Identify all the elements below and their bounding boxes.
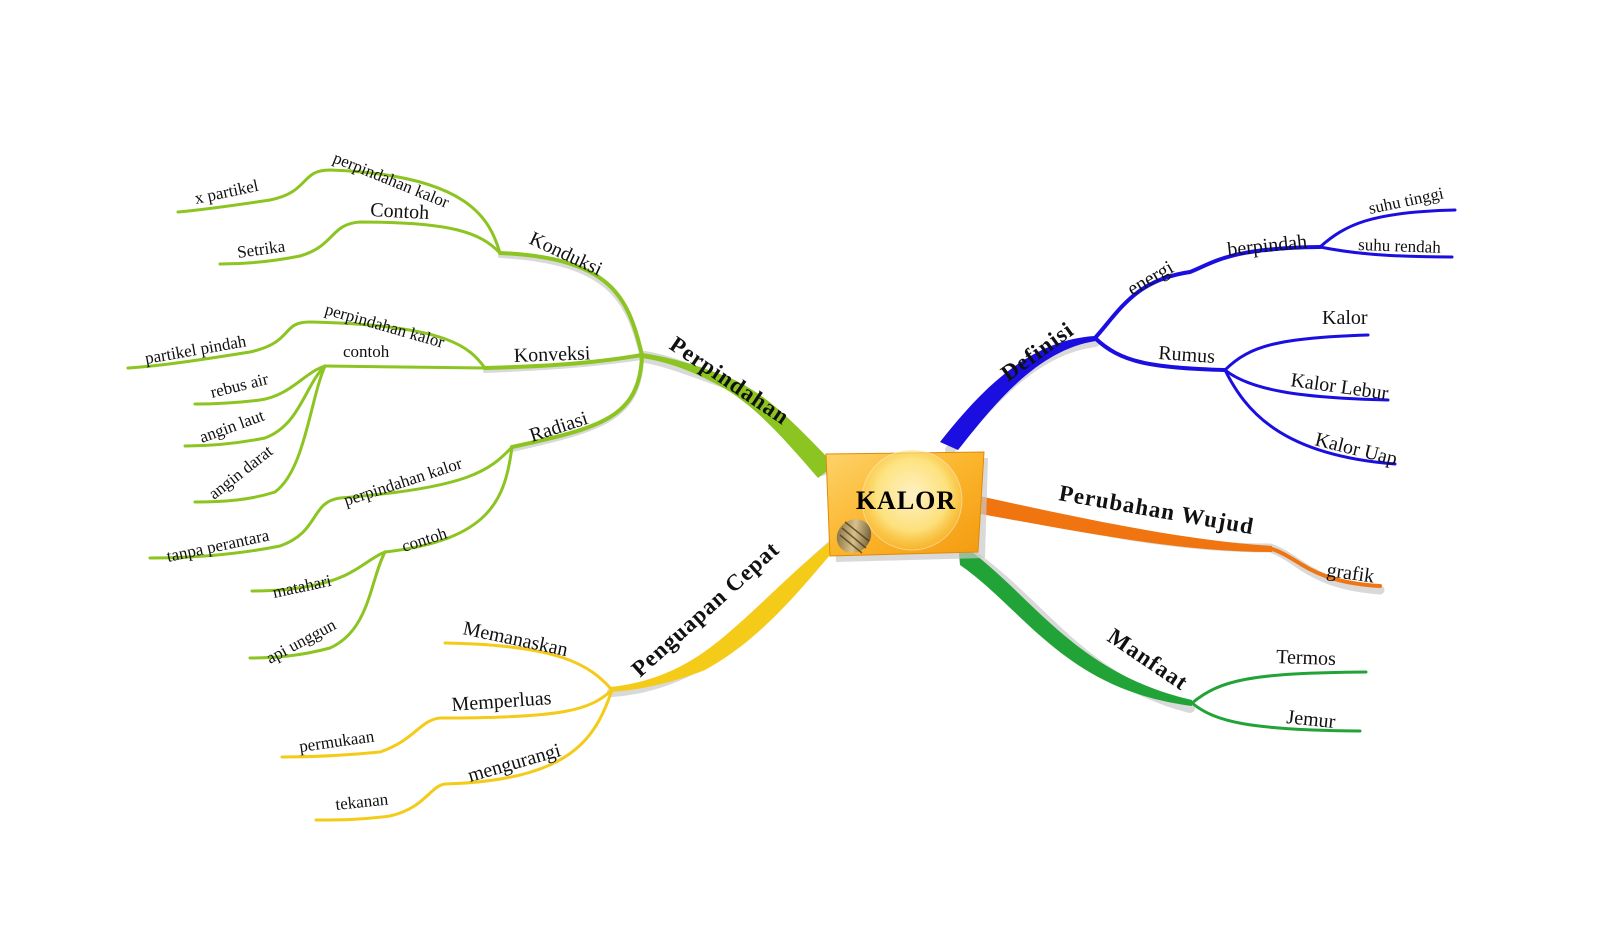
konveksi-connector [483,353,644,370]
definisi-kalor-uap-label: Kalor Uap [1313,429,1400,471]
konduksi-contoh-label: Contoh [370,199,430,224]
konveksi-rebus-air-label: rebus air [208,369,270,402]
perpindahan-main-branch [642,353,835,478]
konveksi-kalor-line [126,320,487,370]
konveksi-partikel-pindah-label: partikel pindah [143,331,248,368]
central-node: KALOR [825,449,988,562]
lightbulb-icon [836,519,872,554]
penguapan-memanaskan-line [443,641,614,692]
radiasi-tanpa-perantara-label: tanpa perantara [165,526,271,566]
central-title: KALOR [856,486,956,515]
branch-perubahan-wujud [970,494,1385,595]
radiasi-contoh-label: contoh [399,523,449,556]
manfaat-jemur-line [1190,701,1362,733]
definisi-kalor-label: Kalor [1322,307,1368,329]
definisi-berpindah-label: berpindah [1226,231,1308,261]
radiasi-connector [510,353,644,449]
konveksi-rebus-line [193,364,327,406]
branch-manfaat [958,542,1368,733]
manfaat-termos-line [1190,670,1368,705]
definisi-lebur-line [1223,368,1390,402]
definisi-rumus-label: Rumus [1158,342,1216,368]
penguapan-memperluas-line [280,688,614,759]
konveksi-contoh-label: contoh [343,342,390,361]
definisi-rumus-line [1093,336,1227,372]
definisi-energi-line [1093,245,1322,340]
definisi-suhu-tinggi-line [1318,208,1457,249]
definisi-energi-label: energi [1124,256,1178,300]
penguapan-memperluas-label: Memperluas [451,687,552,716]
radiasi-matahari-line [250,550,387,593]
konveksi-contoh-line [323,364,487,370]
definisi-kalor-line [1223,333,1370,372]
penguapan-tekanan-label: tekanan [334,790,389,814]
branch-definisi [940,208,1457,466]
perubahan-grafik-line [1270,547,1382,588]
manfaat-jemur-label: Jemur [1285,706,1336,733]
konveksi-darat-line [193,364,327,504]
manfaat-termos-label: Termos [1276,646,1337,670]
konduksi-contoh-line [218,220,502,266]
konveksi-label: Konveksi [513,342,591,367]
definisi-suhu-rendah-label: suhu rendah [1358,235,1442,257]
penguapan-permukaan-label: permukaan [298,727,376,756]
penguapan-mengurangi-line [314,688,614,822]
definisi-uap-line [1223,368,1397,466]
definisi-main-branch [940,336,1096,450]
radiasi-kalor-label: perpindahan kalor [341,454,464,510]
radiasi-label: Radiasi [527,407,591,447]
definisi-suhu-rendah-line [1318,245,1454,259]
branch-penguapan-cepat [280,530,845,822]
penguapan-memanaskan-label: Memanaskan [461,617,570,661]
radiasi-api-line [248,550,387,660]
perpindahan-label: Perpindahan [665,331,794,429]
konveksi-laut-line [183,364,327,448]
radiasi-kalor-line [148,445,514,560]
konduksi-connector [498,251,644,357]
konduksi-label: Konduksi [526,228,606,281]
radiasi-contoh-line [383,445,514,554]
penguapan-mengurangi-label: mengurangi [465,739,563,787]
lightbulb-glow-icon [862,450,962,550]
radiasi-api-unggun-label: api unggun [263,615,339,668]
branch-perpindahan [126,168,835,660]
perubahan-main-branch [970,494,1272,552]
radiasi-matahari-label: matahari [271,571,333,602]
konduksi-kalor-line [176,168,502,255]
